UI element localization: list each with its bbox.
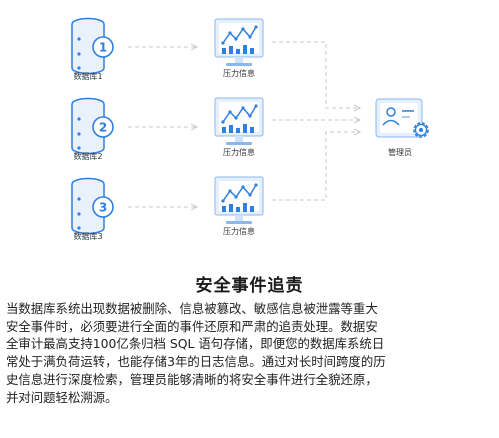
database-node-2: 2 [71,97,114,155]
paragraph-line: 常处于满负荷运转，也能存储3年的日志信息。通过对长时间跨度的历 [6,354,386,370]
badge-circle [92,196,114,218]
database-label: 数据库2 [73,151,102,161]
monitor-chart-icon [214,97,264,146]
pressure-label: 压力信息 [223,226,255,236]
pressure-node-2 [214,97,264,146]
gear-icon [413,122,429,138]
description-paragraph: 当数据库系统出现数据被删除、信息被篡改、敏感信息被泄露等重大 安全事件时，必须要… [6,300,496,406]
arrow-pressure1-to-admin [272,41,360,108]
paragraph-line: 当数据库系统出现数据被删除、信息被篡改、敏感信息被泄露等重大 [6,301,378,316]
database-node-3: 3 [71,177,114,235]
paragraph-line: 安全事件时，必须要进行全面的事件还原和严肃的追责处理。数据安 [6,318,378,334]
badge-number: 2 [99,121,107,135]
arrow-pressure3-to-admin [272,132,360,201]
database-label: 数据库3 [73,231,102,241]
database-node-1: 1 [71,17,114,75]
admin-id-card-icon [375,98,423,138]
pressure-label: 压力信息 [223,147,255,157]
badge-number: 1 [99,41,107,55]
paragraph-line: 并对问题轻松溯源。 [6,389,118,405]
paragraph-line: 全审计最高支持100亿条归档 SQL 语句存储，即便您的数据库系统日 [6,336,385,352]
pressure-label: 压力信息 [223,68,255,78]
monitor-chart-icon [214,18,264,67]
admin-label: 管理员 [388,147,412,157]
flow-diagram: 1 数据库1 2 数据库2 3 数据库3 压力信息 压力信息 压力信息 [71,17,429,241]
monitor-chart-icon [214,176,264,225]
badge-circle [92,36,114,58]
admin-node [375,98,429,138]
database-label: 数据库1 [73,71,102,81]
pressure-node-1 [214,18,264,67]
paragraph-line: 史信息进行深度检索，管理员能够清晰的将安全事件进行全貌还原， [6,371,378,387]
pressure-node-3 [214,176,264,225]
section-title: 安全事件追责 [195,276,304,296]
badge-number: 3 [99,201,107,215]
badge-circle [92,116,114,138]
